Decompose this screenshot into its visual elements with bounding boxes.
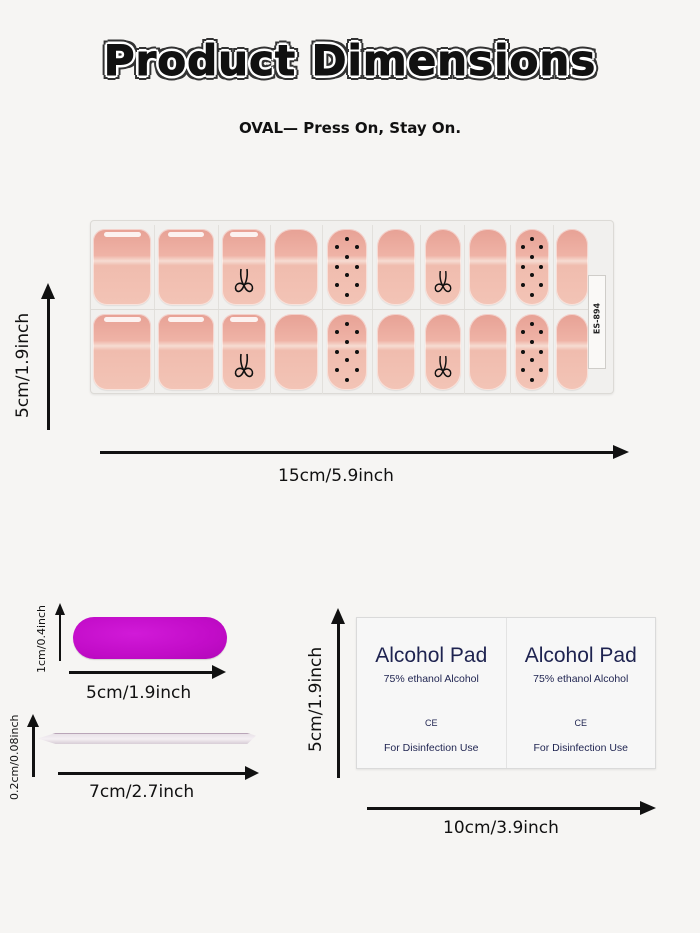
arrow-right-icon: [245, 766, 259, 780]
arrow-right-icon: [613, 445, 629, 459]
nail-plain: [377, 229, 416, 305]
pad-usage: For Disinfection Use: [383, 742, 479, 754]
pad-title: Alcohol Pad: [375, 644, 488, 667]
bow-icon: [234, 268, 254, 293]
nail-cell: [511, 310, 554, 394]
alcohol-pad-pack: Alcohol Pad 75% ethanol Alcohol CE For D…: [356, 617, 656, 769]
nail-cell: [554, 310, 591, 394]
nail-plain: [556, 229, 589, 305]
nail-plain: [377, 314, 416, 390]
pad-title: Alcohol Pad: [524, 644, 637, 667]
nail-cell: [155, 225, 219, 309]
nail-plain: [468, 314, 507, 390]
nail-cell: [271, 225, 323, 309]
pad-height-line: [337, 622, 340, 778]
file-width-line: [69, 671, 214, 674]
ce-mark-icon: CE: [424, 718, 438, 728]
page-title: Product Dimensions: [103, 36, 597, 86]
alcohol-pad: Alcohol Pad 75% ethanol Alcohol CE For D…: [357, 618, 507, 768]
nail-row-top: [91, 225, 591, 309]
alcohol-pad: Alcohol Pad 75% ethanol Alcohol CE For D…: [507, 618, 656, 768]
nail-sheet-width-label: 15cm/5.9inch: [278, 466, 394, 486]
nail-bow: [222, 229, 267, 305]
pad-subtitle: 75% ethanol Alcohol: [383, 673, 479, 685]
width-dimension-line: [100, 451, 615, 454]
nail-cell: [373, 310, 422, 394]
bow-icon: [434, 356, 452, 378]
pad-width-label: 10cm/3.9inch: [443, 818, 559, 838]
height-dimension-line: [47, 296, 50, 430]
nail-dots: [327, 229, 368, 305]
nail-cell: [465, 225, 512, 309]
arrow-right-icon: [212, 665, 226, 679]
pad-height-label: 5cm/1.9inch: [306, 646, 326, 752]
arrow-right-icon: [640, 801, 656, 815]
arrow-up-icon: [331, 608, 345, 624]
nail-bow: [424, 314, 461, 390]
nail-cell: [323, 310, 373, 394]
file-width-label: 5cm/1.9inch: [86, 683, 192, 703]
cuticle-stick: [38, 733, 256, 744]
nail-cell: [91, 225, 155, 309]
nail-cell: [373, 225, 422, 309]
nail-plain: [158, 229, 215, 305]
bow-icon: [434, 271, 452, 293]
nail-plain: [158, 314, 215, 390]
arrow-up-icon: [41, 283, 55, 299]
nail-cell: [91, 310, 155, 394]
nail-cell: [219, 225, 271, 309]
nail-cell: [554, 225, 591, 309]
pad-usage: For Disinfection Use: [533, 742, 629, 754]
page-subtitle: OVAL— Press On, Stay On.: [238, 119, 462, 137]
arrow-up-icon: [27, 714, 39, 727]
nail-cell: [465, 310, 512, 394]
nail-plain: [468, 229, 507, 305]
nail-plain: [274, 229, 319, 305]
nail-cell: [155, 310, 219, 394]
file-height-line: [59, 613, 61, 661]
nail-cell: [511, 225, 554, 309]
file-height-label: 1cm/0.4inch: [35, 604, 48, 673]
stick-height-line: [32, 725, 35, 777]
nail-cell: [421, 225, 466, 309]
nail-bow: [222, 314, 267, 390]
nail-sheet-height-label: 5cm/1.9inch: [13, 312, 33, 418]
nail-sheet: [90, 220, 614, 394]
nail-cell: [323, 225, 373, 309]
stick-width-line: [58, 772, 248, 775]
bow-icon: [234, 353, 254, 378]
pad-subtitle: 75% ethanol Alcohol: [533, 673, 629, 685]
nail-plain: [93, 229, 152, 305]
product-code-tab: ES-894: [588, 275, 606, 369]
nail-row-bottom: [91, 309, 591, 394]
nail-cell: [219, 310, 271, 394]
nail-bow: [424, 229, 461, 305]
nail-plain: [93, 314, 152, 390]
nail-cell: [421, 310, 466, 394]
arrow-up-icon: [55, 603, 65, 615]
nail-dots: [327, 314, 368, 390]
product-code: ES-894: [592, 302, 602, 335]
stick-height-label: 0.2cm/0.08inch: [8, 714, 21, 800]
nail-cell: [271, 310, 323, 394]
nail-file: [73, 617, 227, 659]
nail-plain: [556, 314, 589, 390]
ce-mark-icon: CE: [574, 718, 587, 728]
nail-dots: [515, 229, 550, 305]
nail-plain: [274, 314, 319, 390]
stick-width-label: 7cm/2.7inch: [89, 782, 195, 802]
nail-dots: [515, 314, 550, 390]
pad-width-line: [367, 807, 642, 810]
